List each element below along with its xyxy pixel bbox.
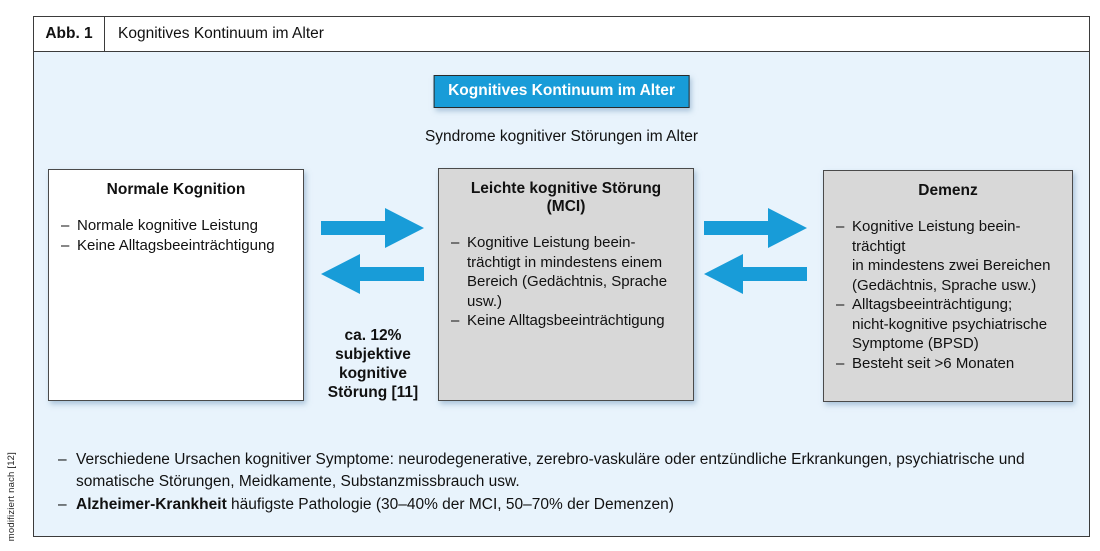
stage-box-item-text: Keine Alltagsbeeinträchtigung	[467, 312, 665, 329]
stage-box-item: Besteht seit >6 Monaten	[836, 354, 1060, 374]
credit-vertical-text: modifiziert nach [12]	[6, 451, 17, 541]
diagram-panel: Kognitives Kontinuum im Alter Syndrome k…	[34, 52, 1089, 536]
figure-number-label: Abb. 1	[34, 17, 105, 51]
stage-box-demenz: Demenz Kognitive Leistung beein- trächti…	[823, 170, 1073, 402]
diagram-title-banner: Kognitives Kontinuum im Alter	[433, 75, 690, 108]
note-item: Verschiedene Ursachen kognitiver Symptom…	[58, 449, 1070, 492]
arrow-annotation: ca. 12% subjektive kognitive Störung [11…	[327, 327, 419, 401]
stage-box-item: Kognitive Leistung beein- trächtigt in m…	[451, 233, 681, 311]
note-text: Alzheimer-Krankheit häufigste Pathologie…	[76, 494, 674, 516]
diagram-subtitle: Syndrome kognitiver Störungen im Alter	[424, 128, 699, 145]
note-lead-bold: Alzheimer-Krankheit	[76, 496, 227, 513]
stage-box-title: Demenz	[918, 182, 978, 199]
stage-box-title: Leichte kognitive Störung (MCI)	[470, 180, 662, 215]
notes-list: Verschiedene Ursachen kognitiver Symptom…	[58, 449, 1070, 518]
figure-header: Abb. 1 Kognitives Kontinuum im Alter	[34, 17, 1089, 52]
arrow-right-icon	[704, 208, 807, 248]
stage-box-item-text: Kognitive Leistung beein- trächtigt in m…	[467, 234, 668, 310]
note-text: Verschiedene Ursachen kognitiver Symptom…	[76, 449, 1025, 492]
stage-box-item-text: Alltagsbeeinträchtigung; nicht-kognitive…	[852, 296, 1048, 352]
stage-box-item: Keine Alltagsbeeinträchtigung	[451, 311, 681, 331]
arrow-right-icon	[321, 208, 424, 248]
arrow-left-icon	[321, 254, 424, 294]
note-item: Alzheimer-Krankheit häufigste Pathologie…	[58, 494, 1070, 516]
stage-box-mci: Leichte kognitive Störung (MCI) Kognitiv…	[438, 168, 694, 401]
figure-frame: Abb. 1 Kognitives Kontinuum im Alter Kog…	[33, 16, 1090, 537]
stage-box-title: Normale Kognition	[106, 181, 246, 198]
stage-box-item-text: Keine Alltagsbeeinträchtigung	[77, 236, 275, 254]
note-body: Verschiedene Ursachen kognitiver Symptom…	[76, 451, 1025, 490]
figure-caption: Kognitives Kontinuum im Alter	[118, 25, 324, 42]
note-body: häufigste Pathologie (30–40% der MCI, 50…	[226, 496, 674, 513]
stage-box-item-text: Kognitive Leistung beein- trächtigt in m…	[852, 218, 1051, 294]
stage-box-item-text: Normale kognitive Leistung	[77, 217, 258, 234]
stage-box-item: Normale kognitive Leistung	[61, 216, 291, 236]
stage-box-item: Kognitive Leistung beein- trächtigt in m…	[836, 217, 1060, 295]
stage-box-normale-kognition: Normale Kognition Normale kognitive Leis…	[48, 169, 304, 401]
stage-box-item: Alltagsbeeinträchtigung; nicht-kognitive…	[836, 295, 1060, 354]
stage-box-item: Keine Alltagsbeeinträchtigung	[61, 236, 291, 256]
arrow-left-icon	[704, 254, 807, 294]
stage-box-item-text: Besteht seit >6 Monaten	[852, 354, 1015, 372]
